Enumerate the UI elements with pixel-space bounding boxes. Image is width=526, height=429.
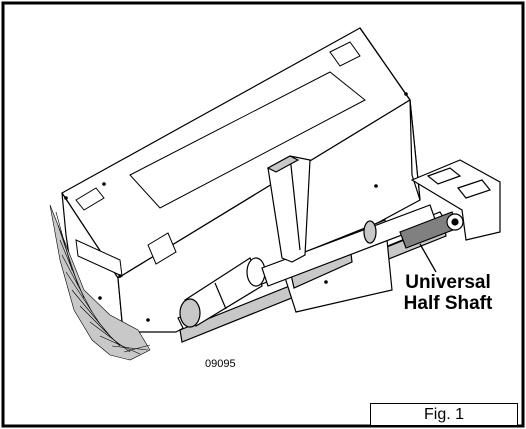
universal-half-shaft bbox=[399, 211, 464, 249]
side-plate bbox=[147, 232, 177, 265]
hood-cutouts bbox=[75, 41, 366, 277]
vertical-post bbox=[266, 155, 311, 263]
brush-bristles bbox=[49, 204, 151, 361]
top-window bbox=[129, 71, 366, 209]
corner-plate-back bbox=[329, 41, 361, 67]
callout-label: Universal Half Shaft bbox=[393, 272, 503, 314]
rear-bracket bbox=[410, 159, 501, 241]
shaft-tube bbox=[261, 204, 437, 287]
callout-line-1: Universal bbox=[405, 272, 491, 293]
bolt-holes bbox=[64, 92, 408, 322]
hood-back bbox=[359, 27, 421, 201]
front-decal bbox=[75, 239, 123, 277]
part-number: 09095 bbox=[205, 358, 236, 370]
callout-leader bbox=[419, 243, 437, 273]
corner-plate-front bbox=[75, 187, 105, 211]
figure-label: Fig. 1 bbox=[370, 403, 518, 425]
callout-line-2: Half Shaft bbox=[403, 293, 493, 314]
